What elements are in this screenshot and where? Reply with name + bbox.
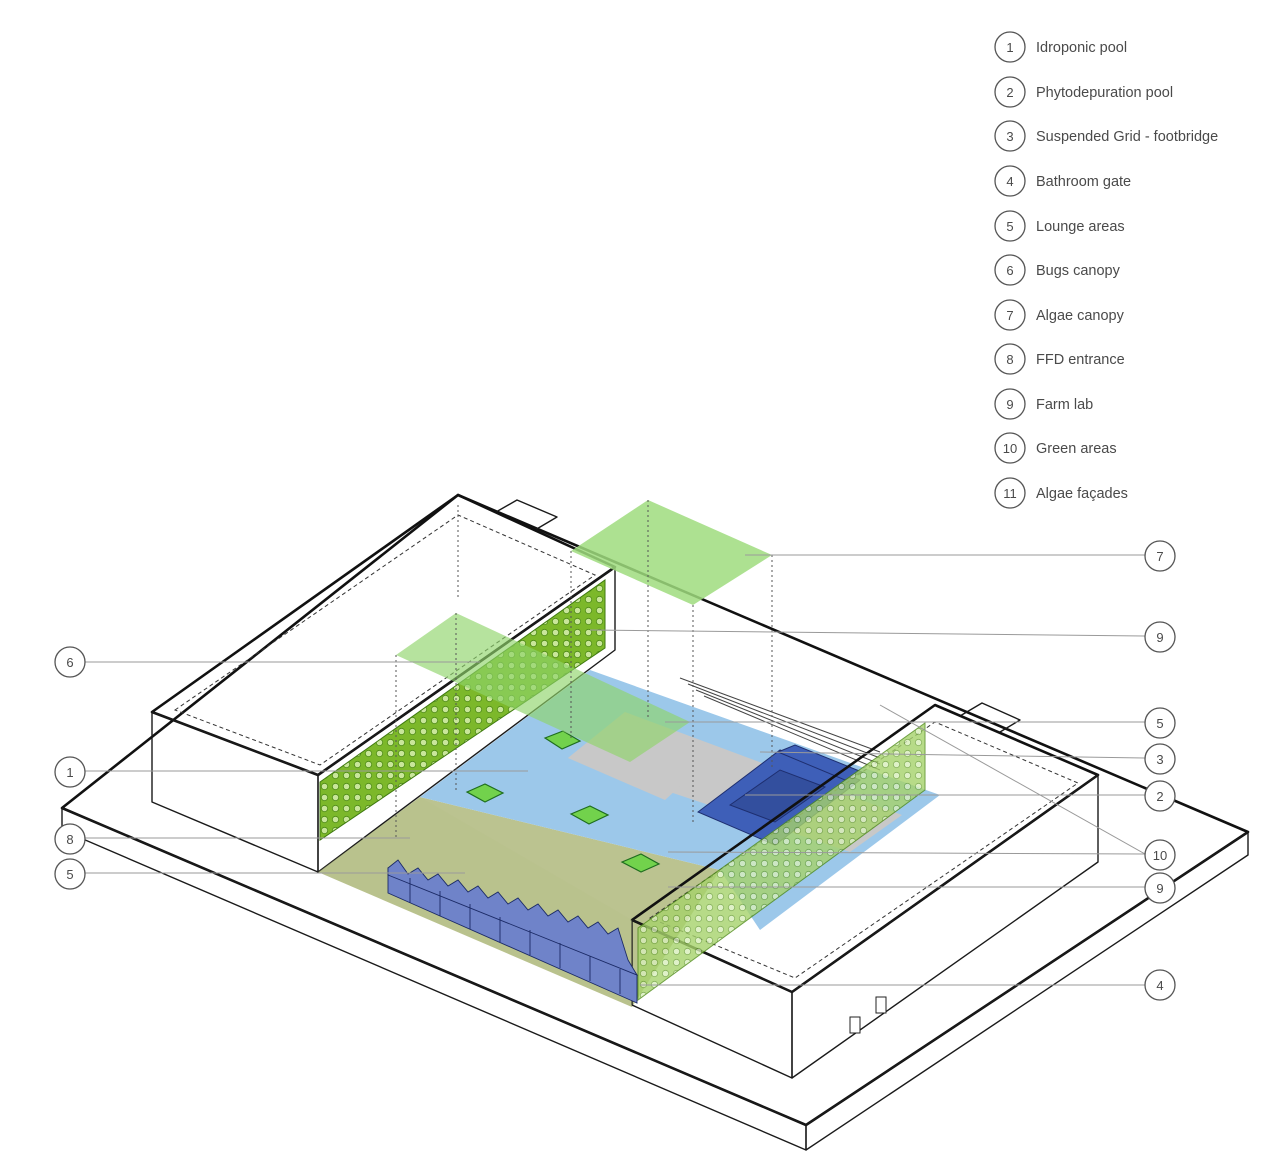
- svg-text:4: 4: [1156, 978, 1163, 993]
- svg-text:10: 10: [1003, 441, 1017, 456]
- site-base-plate: [60, 493, 1250, 1151]
- green-planters: [465, 730, 661, 873]
- callout-2: 2: [1144, 780, 1176, 812]
- svg-text:5: 5: [66, 867, 73, 882]
- callout-4: 4: [1144, 969, 1176, 1001]
- svg-text:8: 8: [1006, 352, 1013, 367]
- svg-text:4: 4: [1006, 174, 1013, 189]
- svg-text:Bugs canopy: Bugs canopy: [1036, 263, 1121, 279]
- legend-item-2: 2 Phytodepuration pool: [994, 76, 1173, 108]
- callout-8: 8: [54, 823, 86, 855]
- svg-text:1: 1: [66, 765, 73, 780]
- svg-text:9: 9: [1006, 397, 1013, 412]
- svg-text:Green areas: Green areas: [1036, 441, 1117, 457]
- svg-text:Algae canopy: Algae canopy: [1036, 308, 1125, 324]
- legend-item-6: 6 Bugs canopy: [994, 254, 1121, 286]
- svg-text:FFD entrance: FFD entrance: [1036, 352, 1125, 368]
- algae-facade-right: [637, 722, 926, 1001]
- callout-1: 1: [54, 756, 86, 788]
- bathroom-gate: [387, 859, 639, 1004]
- callout-5-bottom: 5: [54, 858, 86, 890]
- svg-text:8: 8: [66, 832, 73, 847]
- svg-text:3: 3: [1156, 752, 1163, 767]
- svg-text:2: 2: [1156, 789, 1163, 804]
- svg-text:5: 5: [1156, 716, 1163, 731]
- svg-text:7: 7: [1006, 308, 1013, 323]
- callout-9-top: 9: [1144, 621, 1176, 653]
- svg-text:9: 9: [1156, 630, 1163, 645]
- svg-text:Algae façades: Algae façades: [1036, 486, 1128, 502]
- legend-item-7: 7 Algae canopy: [994, 299, 1125, 331]
- svg-text:Lounge areas: Lounge areas: [1036, 219, 1125, 235]
- legend-item-10: 10 Green areas: [994, 432, 1117, 464]
- svg-text:Bathroom gate: Bathroom gate: [1036, 174, 1131, 190]
- bugs-canopy: [396, 613, 690, 762]
- svg-text:9: 9: [1156, 881, 1163, 896]
- svg-text:Phytodepuration pool: Phytodepuration pool: [1036, 85, 1173, 101]
- svg-text:11: 11: [1003, 486, 1017, 501]
- legend-item-1: 1 Idroponic pool: [994, 31, 1127, 63]
- legend-item-4: 4 Bathroom gate: [994, 165, 1131, 197]
- legend-item-8: 8 FFD entrance: [994, 343, 1125, 375]
- svg-text:2: 2: [1006, 85, 1013, 100]
- callout-7: 7: [1144, 540, 1176, 572]
- callout-10: 10: [1144, 839, 1176, 871]
- svg-text:6: 6: [1006, 263, 1013, 278]
- svg-text:10: 10: [1153, 848, 1167, 863]
- svg-text:6: 6: [66, 655, 73, 670]
- svg-text:5: 5: [1006, 219, 1013, 234]
- leader-lines: [84, 554, 1146, 986]
- algae-canopy: [571, 500, 772, 605]
- svg-text:1: 1: [1006, 40, 1013, 55]
- svg-text:Idroponic pool: Idroponic pool: [1036, 40, 1127, 56]
- legend-item-3: 3 Suspended Grid - footbridge: [994, 120, 1218, 152]
- callout-5-top: 5: [1144, 707, 1176, 739]
- svg-text:Suspended Grid - footbridge: Suspended Grid - footbridge: [1036, 129, 1218, 145]
- svg-text:7: 7: [1156, 549, 1163, 564]
- svg-text:Farm lab: Farm lab: [1036, 397, 1093, 413]
- construction-lines: [395, 500, 773, 840]
- legend-item-5: 5 Lounge areas: [994, 210, 1125, 242]
- svg-text:3: 3: [1006, 129, 1013, 144]
- legend: 1 Idroponic pool 2 Phytodepuration pool …: [994, 31, 1218, 509]
- legend-item-9: 9 Farm lab: [994, 388, 1093, 420]
- right-building: [630, 703, 1100, 1079]
- legend-item-11: 11 Algae façades: [994, 477, 1128, 509]
- callout-9-bottom: 9: [1144, 872, 1176, 904]
- back-steps: [679, 677, 881, 771]
- callout-6: 6: [54, 646, 86, 678]
- callout-3: 3: [1144, 743, 1176, 775]
